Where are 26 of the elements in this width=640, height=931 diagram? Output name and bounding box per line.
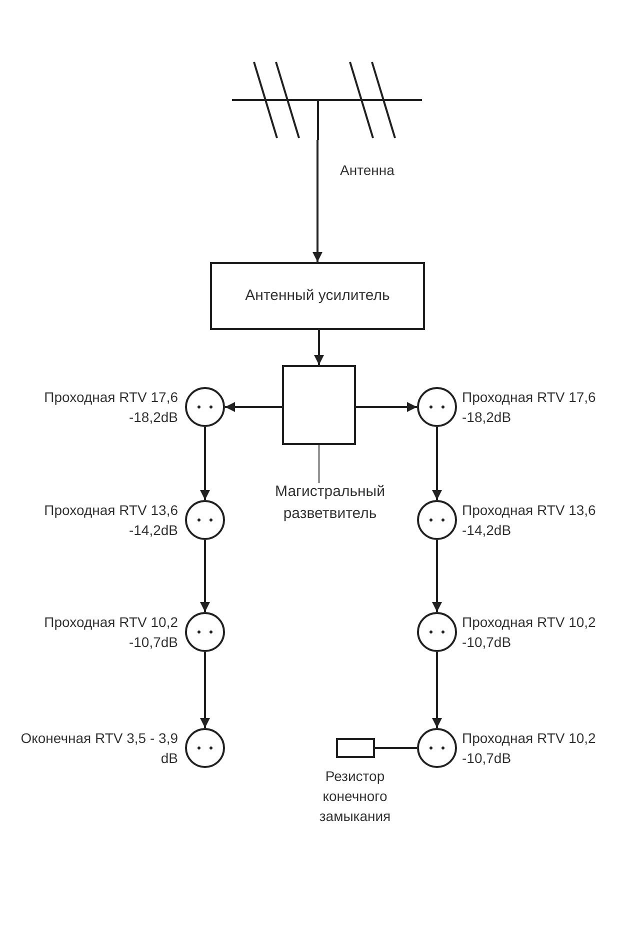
node-caption: Проходная RTV 17,6 -18,2dB bbox=[462, 388, 597, 427]
arrow bbox=[200, 427, 210, 500]
node-caption: Проходная RTV 13,6 -14,2dB bbox=[462, 501, 597, 540]
arrow bbox=[314, 330, 324, 365]
resistor-box bbox=[336, 738, 375, 758]
node-caption: Антенна bbox=[340, 161, 396, 180]
node-caption: Проходная RTV 10,2 -10,7dB bbox=[462, 729, 597, 768]
arrow bbox=[432, 540, 442, 612]
connector-line bbox=[375, 747, 417, 749]
arrow bbox=[200, 652, 210, 728]
arrow bbox=[432, 652, 442, 728]
arrow bbox=[225, 402, 282, 412]
splitter-label: Магистральный разветвитель bbox=[250, 483, 410, 523]
node-caption: Проходная RTV 17,6 -18,2dB bbox=[43, 388, 178, 427]
node-caption: Проходная RTV 13,6 -14,2dB bbox=[43, 501, 178, 540]
arrow bbox=[356, 402, 417, 412]
node-caption: Оконечная RTV 3,5 - 3,9 dB bbox=[20, 729, 178, 768]
arrow bbox=[432, 427, 442, 500]
node-caption: Проходная RTV 10,2 -10,7dB bbox=[462, 613, 597, 652]
node-caption: Проходная RTV 10,2 -10,7dB bbox=[43, 613, 178, 652]
node-caption: Резистор конечного замыкания bbox=[318, 767, 392, 826]
arrow bbox=[312, 140, 322, 262]
leader-line bbox=[318, 444, 320, 484]
amplifier-box: Антенный усилитель bbox=[210, 262, 425, 330]
splitter-box bbox=[282, 365, 356, 445]
arrow bbox=[200, 540, 210, 612]
